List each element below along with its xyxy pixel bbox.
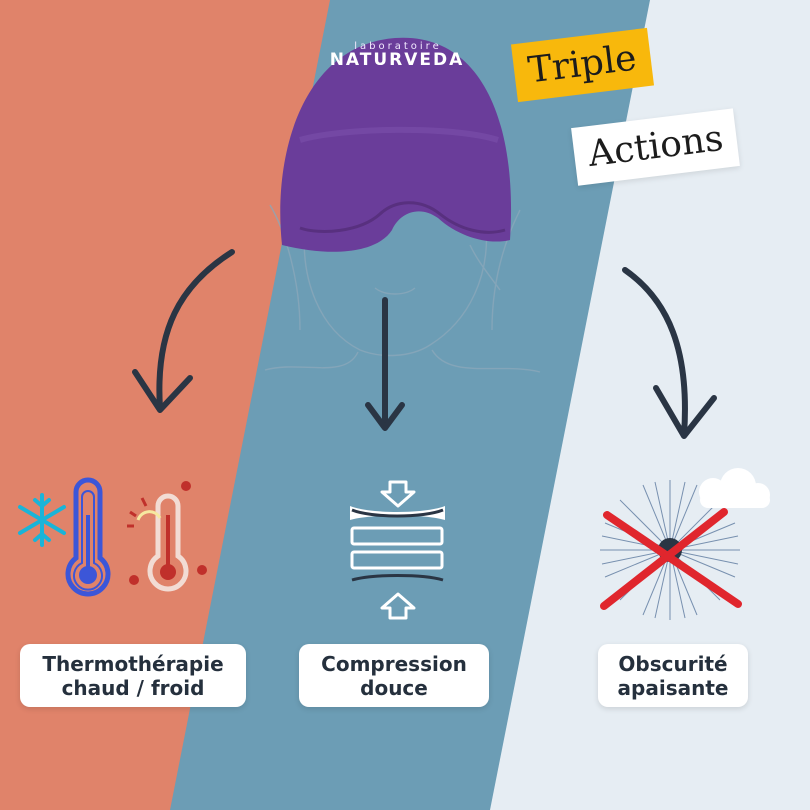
arrow-left-head [132, 369, 193, 413]
feature-line: Compression [321, 652, 467, 676]
face-sketch [264, 204, 541, 373]
arrow-right [622, 267, 688, 438]
feature-line: Obscurité [618, 652, 728, 676]
feature-line: Thermothérapie [42, 652, 224, 676]
arrow-right-head [653, 385, 717, 439]
feature-line: chaud / froid [61, 676, 205, 700]
feature-line: douce [360, 676, 428, 700]
arrows [132, 249, 717, 439]
brand-subtitle: laboratoire [354, 41, 442, 52]
compression-icon [350, 480, 445, 620]
snowflake-icon [18, 493, 66, 547]
arrow-left [156, 249, 235, 411]
cold-thermometer-icon [65, 477, 111, 597]
feature-label-compression: Compression douce [299, 644, 489, 707]
cloud-icon [699, 468, 770, 508]
feature-label-darkness: Obscurité apaisante [598, 644, 748, 707]
feature-label-thermotherapy: Thermothérapie chaud / froid [20, 644, 246, 707]
crossed-light-icon [600, 480, 742, 620]
arrow-middle-head [365, 402, 405, 431]
brand-name: NATURVEDA [329, 50, 465, 70]
hot-thermometer-icon [127, 481, 207, 592]
mask-image [280, 37, 512, 252]
feature-line: apaisante [617, 676, 729, 700]
